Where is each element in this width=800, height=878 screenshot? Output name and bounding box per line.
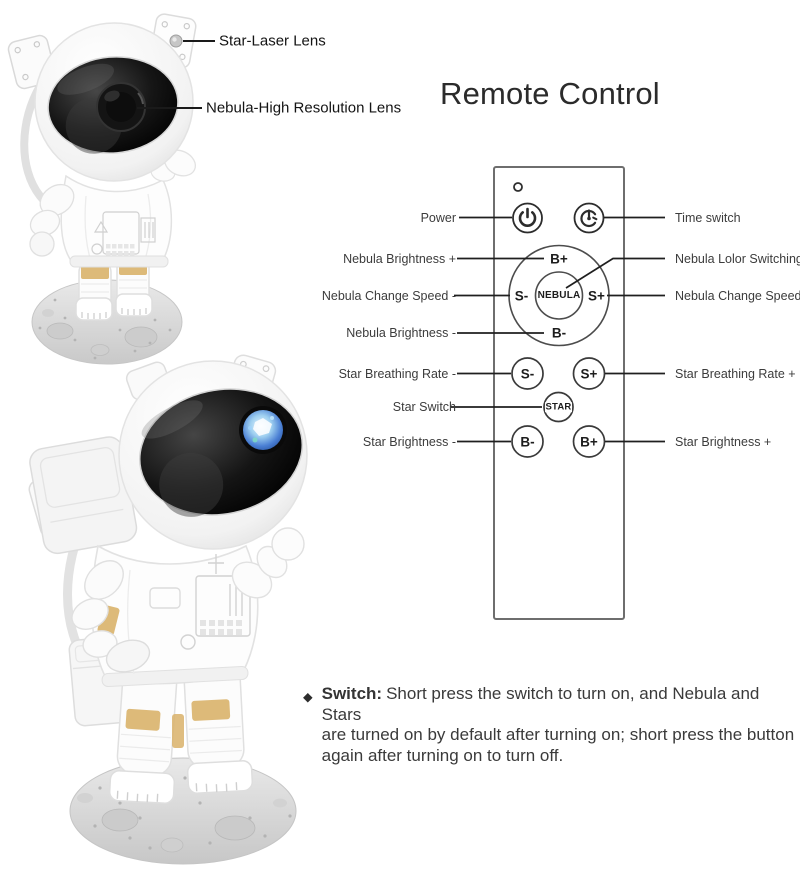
star-rate-plus-key: S+	[579, 365, 599, 381]
gold-strip	[172, 714, 184, 748]
dial-s-minus-key: S-	[513, 287, 530, 303]
gold-band	[191, 699, 231, 721]
star-laser-lens-label: Star-Laser Lens	[219, 32, 326, 50]
bottom-astronaut-legs	[116, 654, 245, 777]
top-astronaut-left-arm	[29, 183, 75, 257]
star-rate-minus-key: S-	[519, 365, 536, 381]
label-nebula-brightness-minus: Nebula Brightness -	[346, 326, 456, 340]
line-nebula-color-switching	[565, 257, 665, 289]
galaxy-projection-lens	[239, 406, 287, 454]
chest-buttons	[106, 244, 135, 256]
label-nebula-change-speed-minus: Nebula Change Speed -	[321, 288, 456, 303]
gold-band	[125, 708, 161, 731]
top-astronaut-boots	[75, 293, 153, 321]
label-star-breathing-rate-plus: Star Breathing Rate +	[675, 366, 796, 381]
label-star-breathing-rate-minus: Star Breathing Rate -	[338, 366, 456, 381]
label-nebula-brightness-plus: Nebula Brightness +	[343, 251, 456, 266]
label-time-switch: Time switch	[675, 210, 741, 225]
star-switch-key: STAR	[544, 401, 573, 413]
nebula-dial	[508, 244, 610, 347]
power-icon	[518, 207, 537, 227]
label-star-brightness-plus: Star Brightness +	[675, 434, 772, 449]
star-bright-minus-key: B-	[519, 433, 536, 449]
label-star-brightness-minus: Star Brightness -	[362, 434, 456, 449]
led-indicator-dot	[513, 182, 523, 192]
chest-panel	[149, 554, 251, 650]
note-heading: Switch:	[321, 684, 383, 703]
star-bright-plus-key: B+	[579, 433, 599, 449]
bottom-astronaut-image	[28, 354, 308, 865]
switch-instruction-note: ◆ Switch:Short press the switch to turn …	[303, 684, 800, 766]
bottom-astronaut-right-arm	[231, 527, 305, 599]
gold-band	[81, 266, 109, 279]
time-switch-button	[573, 202, 605, 234]
bottom-astronaut-left-arm	[71, 560, 151, 673]
dial-b-plus-key: B+	[549, 250, 569, 266]
label-nebula-change-speed-plus: Nebula Change Speed +	[675, 288, 800, 303]
top-astronaut-image	[7, 13, 197, 365]
bottom-astronaut-backpack	[29, 436, 138, 555]
note-text: Switch:Short press the switch to turn on…	[322, 684, 800, 766]
chest-buttons	[200, 620, 242, 635]
dial-b-minus-key: B-	[550, 325, 568, 341]
remote-control-title: Remote Control	[440, 76, 660, 111]
label-power: Power	[420, 210, 456, 225]
bottom-astronaut-boots	[108, 760, 254, 804]
diamond-bullet-icon: ◆	[303, 690, 313, 704]
note-line-3: again after turning on to turn off.	[321, 745, 564, 765]
nebula-lens-label: Nebula-High Resolution Lens	[206, 99, 402, 117]
nebula-center-key: NEBULA	[537, 289, 581, 301]
power-button	[512, 202, 543, 234]
note-line-2: are turned on by default after turning o…	[321, 725, 795, 744]
label-star-switch: Star Switch	[392, 400, 456, 414]
product-callout-lines	[137, 40, 215, 109]
callout-lines	[451, 216, 665, 443]
label-nebula-color-switching: Nebula Lolor Switching	[675, 251, 800, 266]
note-line-1: Short press the switch to turn on, and N…	[321, 684, 760, 724]
top-astronaut-torso	[58, 174, 173, 268]
star-laser-lens	[169, 34, 183, 48]
dial-s-plus-key: S+	[587, 287, 606, 303]
